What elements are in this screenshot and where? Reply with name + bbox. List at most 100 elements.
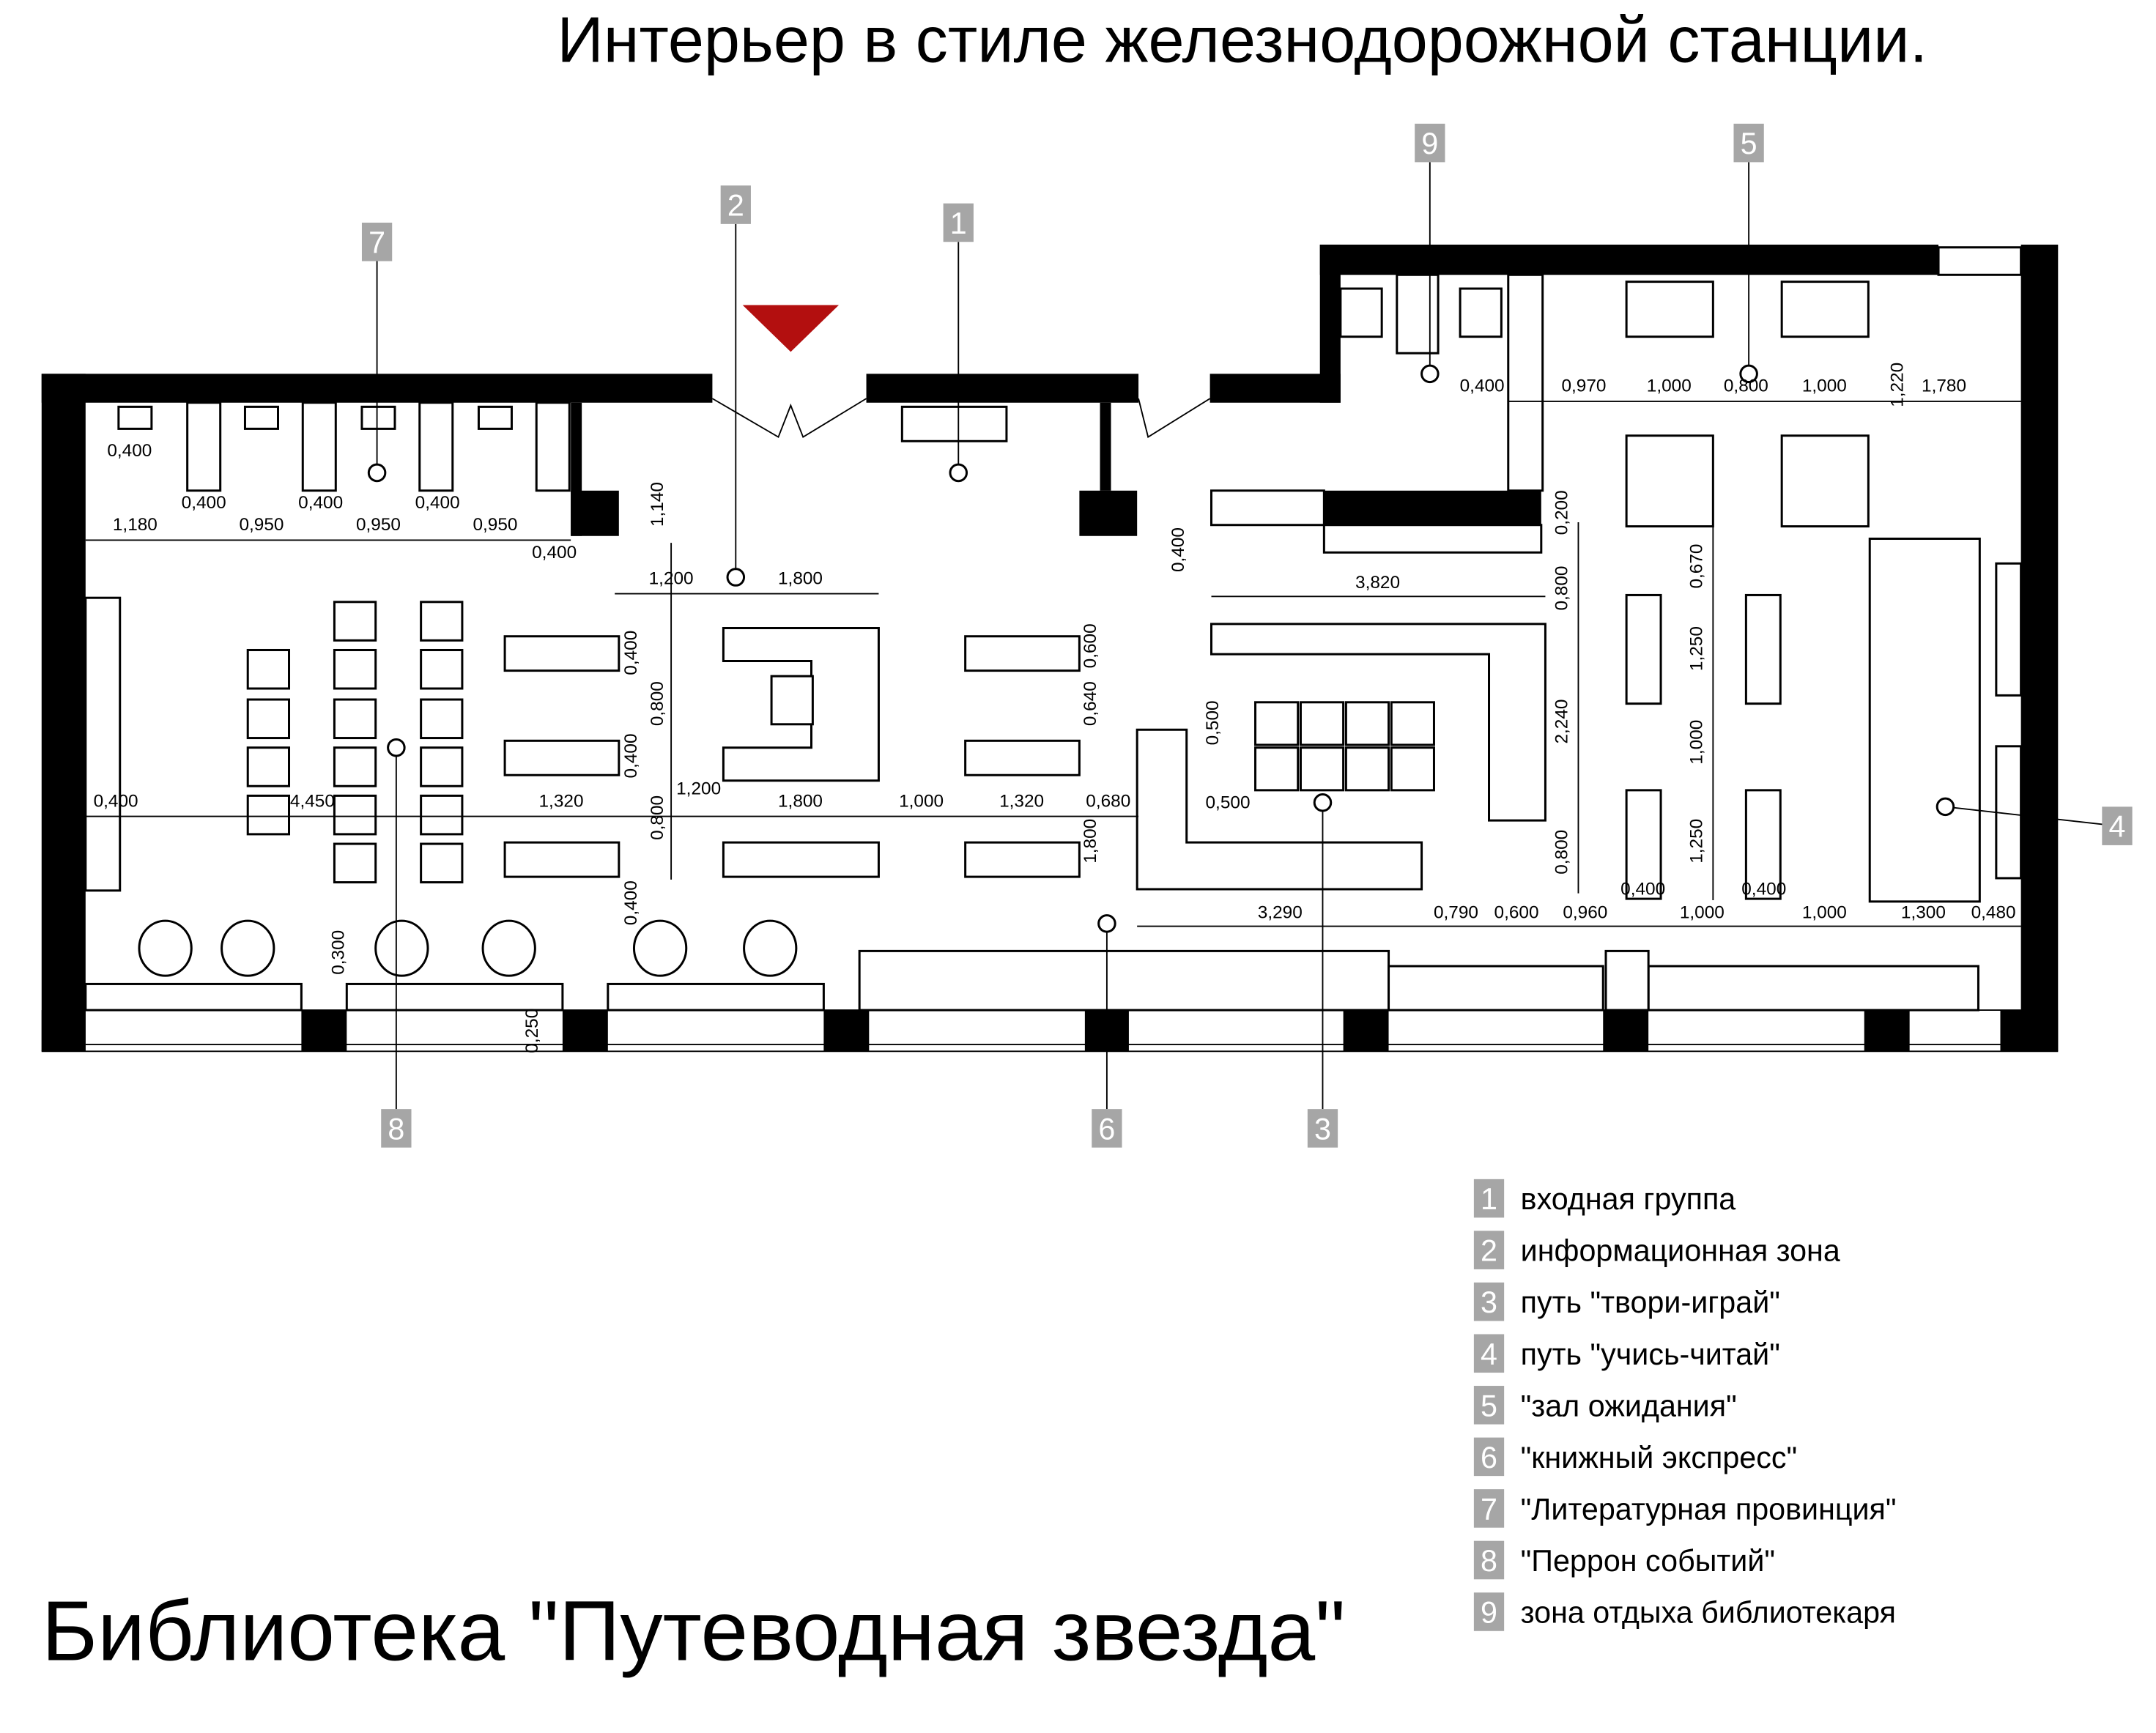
dimension-label: 1,250 (1686, 626, 1706, 671)
dimension-label: 0,400 (1620, 879, 1665, 899)
legend-label: "книжный экспресс" (1521, 1441, 1797, 1474)
seat-cube (1390, 746, 1435, 792)
dimension-label: 3,820 (1355, 573, 1400, 593)
window-benches (84, 949, 1979, 1012)
chair (420, 842, 464, 884)
legend-label: "Литературная провинция" (1521, 1492, 1897, 1526)
chair (246, 698, 291, 740)
dimension-label: 0,400 (298, 493, 343, 513)
entrance-doors[interactable] (711, 398, 1211, 439)
seat-cube (1299, 746, 1345, 792)
legend-number: 1 (1481, 1182, 1497, 1216)
dimension-label: 1,300 (1901, 902, 1946, 922)
legend-label: путь "твори-играй" (1521, 1285, 1780, 1319)
legend-label: путь "учись-читай" (1521, 1337, 1780, 1371)
legend-label: "Перрон событий" (1521, 1544, 1775, 1578)
info-desk (722, 626, 880, 782)
legend-number-badge (1473, 1540, 1505, 1580)
dimension-label: 3,290 (1258, 902, 1303, 922)
dimension-label: 0,480 (1971, 902, 2016, 922)
chair (333, 601, 377, 642)
dimension-label: 1,000 (1647, 376, 1692, 396)
legend-number: 7 (1481, 1492, 1497, 1526)
dimension-label: 0,950 (239, 515, 284, 535)
armchair (481, 919, 536, 977)
dimension-label: 0,250 (522, 1009, 542, 1053)
legend-item: 7 "Литературная провинция" (1473, 1489, 1897, 1528)
chair (333, 842, 377, 884)
zone-tag-5[interactable]: 5 (1733, 123, 1764, 163)
legend-label: "зал ожидания" (1521, 1389, 1737, 1422)
dimension-label: 0,600 (1494, 902, 1539, 922)
dimension-label: 1,200 (649, 568, 694, 588)
legend-label: входная группа (1521, 1182, 1736, 1216)
chair (420, 794, 464, 836)
legend-number: 9 (1481, 1596, 1497, 1630)
dimension-label: 0,970 (1561, 376, 1606, 396)
dimension-label: 0,400 (621, 733, 641, 778)
dimension-label: 0,400 (1460, 376, 1505, 396)
chair (333, 794, 377, 836)
dimension-label: 0,800 (1552, 830, 1571, 875)
zone-tag-9[interactable]: 9 (1415, 123, 1445, 163)
dimension-label: 1,320 (999, 791, 1044, 811)
dimension-label: 1,800 (778, 791, 823, 811)
dimension-label: 1,000 (899, 791, 944, 811)
dimension-label: 1,800 (778, 568, 823, 588)
dimension-label: 1,000 (1802, 902, 1847, 922)
seat-cube (1344, 746, 1390, 792)
dimension-label: 1,000 (1686, 720, 1706, 765)
legend-number-badge (1473, 1231, 1505, 1269)
dimension-label: 1,220 (1887, 363, 1907, 407)
legend-number-badge (1473, 1334, 1505, 1373)
legend-number-badge (1473, 1179, 1505, 1218)
dimension-label: 0,950 (473, 515, 517, 535)
dimension-label: 0,800 (648, 795, 667, 840)
zone-tag-2[interactable]: 2 (720, 185, 751, 224)
legend-number-badge (1473, 1437, 1505, 1477)
legend-item: 3 путь "твори-играй" (1473, 1282, 1780, 1321)
zone-tag-1[interactable]: 1 (943, 203, 974, 242)
chair (333, 746, 377, 787)
center-tables (503, 273, 1546, 891)
dimension-label: 1,180 (113, 515, 158, 535)
dimension-label: 0,500 (1203, 700, 1223, 745)
library-title: Библиотека "Путеводная звезда" (42, 1584, 1346, 1679)
legend-number: 6 (1481, 1441, 1497, 1474)
dimension-label: 1,000 (1680, 902, 1725, 922)
zone-8-armchairs (138, 919, 798, 977)
dimension-label: 1,200 (676, 779, 721, 798)
dimension-label: 0,500 (1206, 793, 1251, 812)
chair (246, 794, 291, 836)
zone-tag-3[interactable]: 3 (1307, 1109, 1338, 1148)
dimension-label: 0,800 (1552, 566, 1571, 611)
zone-3-seating (1254, 701, 1435, 792)
chair (246, 648, 291, 690)
zone-tag-number: 1 (950, 207, 967, 240)
dimension-label: 0,800 (1724, 376, 1768, 396)
zone-tag-8[interactable]: 8 (381, 1109, 412, 1148)
dimension-label: 0,400 (415, 493, 460, 513)
seat-cube (1254, 701, 1300, 746)
chair (333, 698, 377, 740)
zone-tag-6[interactable]: 6 (1092, 1109, 1122, 1148)
chair (246, 746, 291, 787)
dimension-label: 0,400 (1168, 527, 1188, 572)
dimension-label: 0,400 (182, 493, 226, 513)
chair (420, 601, 464, 642)
zone-8-chairs (246, 601, 464, 884)
armchair (743, 919, 798, 977)
page-title: Интерьер в стиле железнодорожной станции… (557, 3, 1927, 75)
zone-tag-7[interactable]: 7 (361, 222, 393, 261)
dimension-label: 4,450 (290, 791, 335, 811)
seat-cube (1344, 701, 1390, 746)
legend-number: 3 (1481, 1285, 1497, 1319)
legend-number-badge (1473, 1386, 1505, 1425)
zone-tag-4[interactable]: 4 (2102, 806, 2133, 845)
legend-item: 8"Перрон событий" (1473, 1540, 1775, 1580)
